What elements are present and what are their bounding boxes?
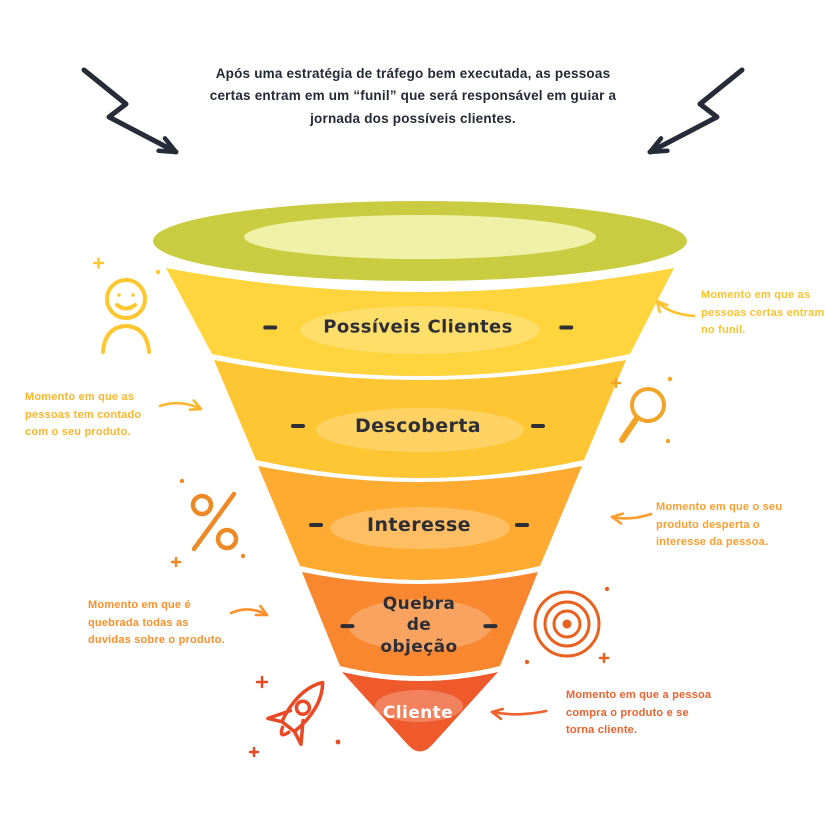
level-highlight [316,408,524,452]
level-highlight [375,690,463,722]
arrow-descoberta [158,399,203,411]
arrow-entry [655,299,696,318]
zigzag-arrow-right [647,67,745,155]
funnel-rim-inner [244,215,596,259]
level-label-quebra-de-objecao: Quebra de objeção [340,594,498,658]
funnel-level-quebra-shape [302,572,538,676]
label-dash [531,424,546,428]
arrow-cliente [490,707,548,721]
level-label-text: Interesse [367,514,471,536]
annotation-interesse: Momento em que o seu produto desperta o … [656,501,783,549]
label-dash [340,624,355,628]
label-dash [558,325,573,329]
funnel-level-cliente-shape [342,672,498,752]
annotation-entry: Momento em que as pessoas certas entram … [701,289,825,337]
zigzag-arrow-left [81,67,179,155]
label-dash [263,325,278,329]
funnel-level-possiveis-clientes-shape [166,268,674,376]
annotation-descoberta: Momento em que as pessoas tem contado co… [25,391,142,439]
person-icon [92,257,161,354]
label-dash [483,624,498,628]
label-dash [514,523,529,527]
annotation-quebra: Momento em que é quebrada todas as duvid… [88,599,225,647]
intro-text: Após uma estratégia de tráfego bem execu… [209,66,617,126]
level-label-text: Descoberta [354,415,482,437]
level-label-text: Quebra de objeção [380,594,458,657]
percent-icon [170,478,246,568]
magnifier-icon [610,376,673,444]
level-label-descoberta: Descoberta [290,415,546,437]
level-label-cliente: Cliente [383,703,453,723]
level-highlight [348,599,492,651]
level-label-text: Cliente [382,703,454,723]
funnel-level-descoberta-shape [214,360,626,478]
arrow-interesse [610,512,653,525]
arrow-quebra [229,604,269,617]
funnel-level-interesse-shape [258,466,582,580]
level-label-text: Possíveis Clientes [323,316,513,338]
label-dash [309,523,324,527]
level-highlight [300,306,540,354]
spiral-target-icon [524,586,610,665]
rocket-icon [248,675,341,758]
annotation-cliente: Momento em que a pessoa compra o produto… [566,689,712,737]
level-label-interesse: Interesse [309,514,529,536]
label-dash [290,424,305,428]
level-highlight [330,507,510,549]
level-label-possiveis-clientes: Possíveis Clientes [263,317,573,338]
